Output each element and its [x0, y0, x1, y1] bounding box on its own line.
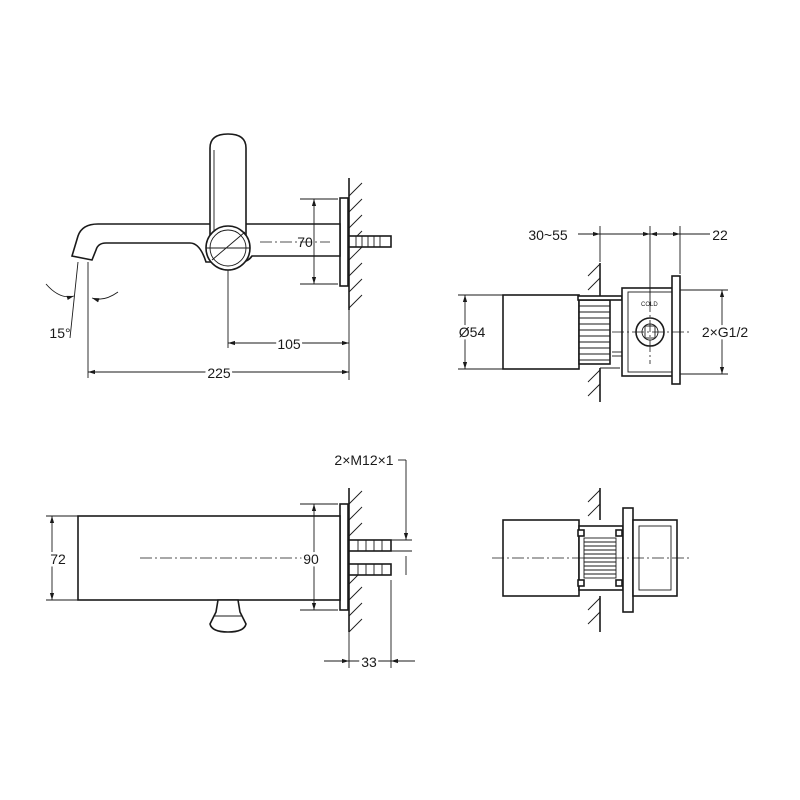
dim-22-label: 22: [712, 227, 728, 243]
dim-90-label: 90: [303, 551, 319, 567]
wall-plate: [339, 197, 349, 287]
threaded-cartridge: [577, 295, 623, 365]
dim-thread-spec: 2×M12×1: [334, 452, 412, 575]
dim-72-label: 72: [50, 551, 66, 567]
side-view: 70 105 225 15°: [45, 133, 392, 384]
dim-diameter-label: Ø54: [459, 324, 486, 340]
threaded-stud: [348, 235, 392, 248]
dim-33-label: 33: [361, 654, 377, 670]
dim-plate-height: 70: [297, 198, 338, 285]
valve-housing: COLD: [612, 275, 681, 385]
dim-225-label: 225: [207, 365, 231, 381]
dim-thread-label: 2×M12×1: [334, 452, 393, 468]
dim-30-55-label: 30~55: [528, 227, 568, 243]
valve-side-view: COLD 30~55 22 Ø54: [456, 226, 751, 402]
wall-plate-top: [339, 503, 349, 611]
dim-g12-label: 2×G1/2: [702, 324, 749, 340]
dim-plate-width: 90: [300, 503, 338, 611]
lever-handle: [209, 133, 247, 249]
dim-spout-projection: 225: [87, 262, 349, 384]
dim-body-diameter: Ø54: [456, 294, 503, 370]
valve-top-view: [492, 488, 690, 632]
top-view: 72 90 2×M12×1 33: [46, 452, 415, 673]
dim-70-label: 70: [297, 234, 313, 250]
dim-spout-height: 72: [46, 515, 78, 601]
dim-plate-depth: 22: [650, 227, 728, 243]
wall-hatch-4: [587, 488, 601, 632]
dim-stud-length: 33: [324, 580, 415, 673]
wall-hatch-3: [348, 488, 363, 633]
dim-105-label: 105: [277, 336, 301, 352]
dim-mount-depth: 30~55: [528, 226, 681, 300]
housing-top: [622, 507, 678, 613]
wall-hatch-2: [587, 263, 620, 402]
dim-connections: 2×G1/2: [680, 289, 751, 375]
dim-lever-offset: 105: [227, 270, 350, 380]
mounting-studs: [348, 539, 392, 576]
trim-cap: [502, 294, 580, 370]
dim-spout-angle: 15°: [45, 261, 119, 341]
dim-angle-label: 15°: [49, 325, 70, 341]
